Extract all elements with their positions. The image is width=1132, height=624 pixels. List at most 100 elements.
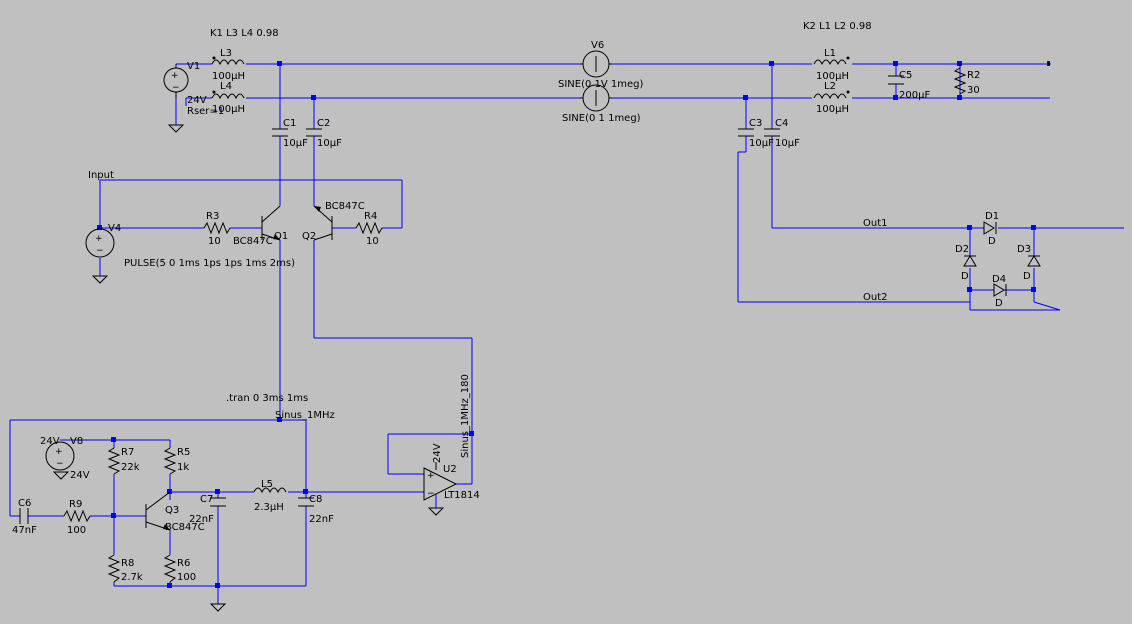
r5-name: R5 — [177, 447, 190, 458]
v8-label: 24V — [40, 436, 60, 447]
resistor-r5[interactable] — [163, 447, 177, 475]
c6-value: 47nF — [12, 525, 37, 536]
svg-text:−: − — [427, 489, 435, 499]
diode-d4[interactable] — [993, 283, 1007, 297]
v6-value2: SINE(0 1 1meg) — [562, 113, 641, 124]
inductor-l2[interactable] — [813, 90, 850, 100]
r2-value: 30 — [967, 85, 980, 96]
capacitor-c2[interactable] — [306, 128, 322, 137]
diode-d2[interactable] — [963, 255, 977, 267]
opamp-u2[interactable]: + − — [423, 462, 458, 501]
d3-model: D — [1023, 271, 1031, 282]
voltage-source-v4[interactable]: + − — [85, 228, 115, 258]
c5-name: C5 — [899, 70, 912, 81]
c7-value: 22nF — [189, 514, 214, 525]
q3-model: BC847C — [165, 522, 205, 533]
u2-supply: 24V — [432, 443, 443, 463]
d2-name: D2 — [955, 244, 969, 255]
q2-model: BC847C — [325, 201, 365, 212]
c3-value: 10µF — [749, 138, 774, 149]
capacitor-c7[interactable] — [210, 497, 226, 507]
resistor-r3[interactable] — [203, 221, 231, 235]
r7-name: R7 — [121, 447, 134, 458]
c4-value: 10µF — [775, 138, 800, 149]
c8-name: C8 — [309, 494, 322, 505]
c2-name: C2 — [317, 118, 330, 129]
voltage-source-v8[interactable]: + − — [45, 441, 75, 471]
r9-name: R9 — [69, 499, 82, 510]
capacitor-c4[interactable] — [764, 128, 780, 137]
net-out1: Out1 — [863, 218, 888, 229]
capacitor-c5[interactable] — [888, 75, 904, 85]
inductor-l4[interactable] — [211, 90, 245, 100]
voltage-source-v6[interactable] — [580, 50, 612, 112]
resistor-r8[interactable] — [107, 554, 121, 583]
q1-model: BC847C — [233, 236, 273, 247]
inductor-l3[interactable] — [211, 56, 245, 66]
ground-icon — [209, 603, 227, 612]
resistor-r6[interactable] — [163, 554, 177, 583]
q2-name: Q2 — [302, 231, 316, 242]
q3-name: Q3 — [165, 505, 179, 516]
transistor-q3[interactable] — [145, 491, 171, 531]
svg-text:+: + — [427, 471, 435, 481]
capacitor-c3[interactable] — [738, 128, 754, 137]
l2-name: L2 — [824, 81, 836, 92]
resistor-r4[interactable] — [355, 221, 383, 235]
r3-name: R3 — [206, 211, 219, 222]
r9-value: 100 — [67, 525, 86, 536]
d1-name: D1 — [985, 211, 999, 222]
resistor-r9[interactable] — [63, 509, 91, 523]
ground-icon — [167, 124, 185, 133]
c3-name: C3 — [749, 118, 762, 129]
v6-value: SINE(0 1V 1meg) — [558, 79, 644, 90]
l4-value: 100µH — [212, 104, 245, 115]
v6-name: V6 — [591, 40, 604, 51]
net-out2: Out2 — [863, 292, 888, 303]
ground-icon — [427, 507, 445, 516]
net-sinus180: Sinus_1MHz_180 — [460, 374, 471, 458]
capacitor-c8[interactable] — [298, 497, 314, 507]
v8-name: V8 — [70, 436, 83, 447]
resistor-r7[interactable] — [107, 447, 121, 475]
svg-text:−: − — [56, 459, 64, 469]
ground-icon — [91, 275, 109, 284]
r5-value: 1k — [177, 462, 189, 473]
c1-value: 10µF — [283, 138, 308, 149]
r8-name: R8 — [121, 558, 134, 569]
diode-d3[interactable] — [1027, 255, 1041, 267]
d3-name: D3 — [1017, 244, 1031, 255]
transistor-q2[interactable] — [313, 205, 333, 241]
l2-value: 100µH — [816, 104, 849, 115]
u2-name: U2 — [443, 464, 457, 475]
svg-text:+: + — [171, 71, 179, 81]
svg-text:+: + — [55, 447, 63, 457]
r2-name: R2 — [967, 70, 980, 81]
v1-extra: Rser=1 — [187, 106, 224, 117]
net-input: Input — [88, 170, 114, 181]
voltage-source-v1[interactable]: + − — [163, 64, 189, 98]
diode-d1[interactable] — [983, 221, 997, 235]
junction-dots — [97, 61, 1050, 588]
c4-name: C4 — [775, 118, 788, 129]
r6-value: 100 — [177, 572, 196, 583]
svg-text:−: − — [96, 246, 104, 256]
c2-value: 10µF — [317, 138, 342, 149]
r7-value: 22k — [121, 462, 140, 473]
v4-name: V4 — [108, 223, 121, 234]
capacitor-c6[interactable] — [19, 508, 29, 524]
resistor-r2[interactable] — [953, 64, 967, 95]
inductor-l1[interactable] — [813, 56, 850, 66]
directive-tran: .tran 0 3ms 1ms — [226, 393, 308, 404]
directive-k1: K1 L3 L4 0.98 — [210, 28, 279, 39]
l1-name: L1 — [824, 48, 836, 59]
inductor-l5[interactable] — [253, 487, 287, 494]
d1-model: D — [988, 236, 996, 247]
c5-value: 200µF — [899, 90, 930, 101]
r8-value: 2.7k — [121, 572, 143, 583]
transistor-q1[interactable] — [261, 205, 281, 241]
d2-model: D — [961, 271, 969, 282]
port-arrow-icon — [1048, 62, 1051, 66]
capacitor-c1[interactable] — [272, 128, 288, 137]
